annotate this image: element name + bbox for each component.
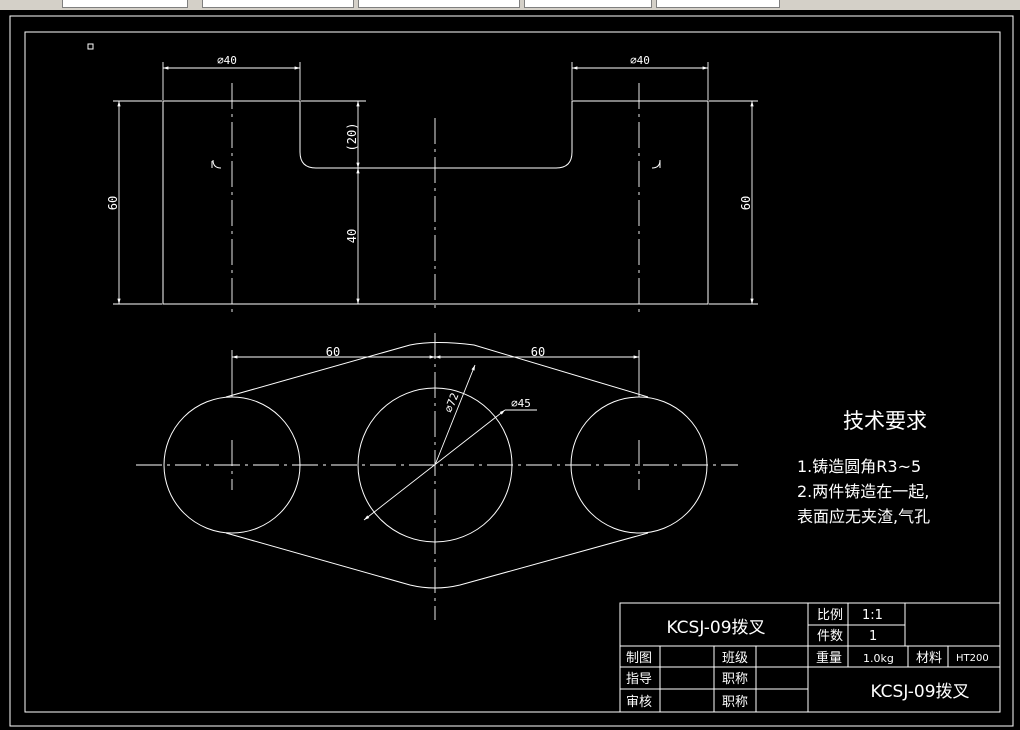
dim-span-left: 60 (326, 345, 340, 359)
scale-label: 比例 (817, 608, 843, 623)
material-value: HT200 (956, 653, 989, 664)
technical-notes: 技术要求 1.铸造圆角R3~5 2.两件铸造在一起, 表面应无夹渣,气孔 (797, 409, 930, 526)
weight-label: 重量 (816, 650, 842, 666)
linetype-dropdown[interactable] (358, 0, 520, 8)
dim-height-left: 60 (106, 196, 120, 210)
title-label-2: 职称 (722, 695, 748, 710)
review-label: 审核 (626, 695, 652, 710)
title-label-1: 职称 (722, 672, 748, 687)
cad-drawing: ⌀40 ⌀40 60 60 (20) 40 (9, 15, 1014, 727)
material-label: 材料 (916, 651, 942, 666)
profile-lower (225, 532, 649, 589)
dim-base-height: 40 (345, 229, 359, 243)
count-value: 1 (869, 629, 877, 644)
count-label: 件数 (817, 629, 843, 644)
ucs-marker (87, 43, 94, 50)
weight-value: 1.0kg (863, 652, 894, 665)
dim-outer-dia: ⌀72 (442, 391, 461, 414)
top-view: 60 60 ⌀72 ⌀45 (136, 333, 738, 620)
sheet-inner-border (24, 31, 1001, 713)
note-line-1: 1.铸造圆角R3~5 (797, 457, 921, 476)
layer-dropdown[interactable] (62, 0, 188, 8)
dim-slot-depth: (20) (345, 123, 359, 152)
dim-dia-right: ⌀40 (630, 54, 650, 67)
profile-upper (225, 342, 649, 398)
dim-span-right: 60 (531, 345, 545, 359)
notes-title: 技术要求 (843, 409, 927, 433)
front-view-outline (162, 100, 709, 305)
front-view: ⌀40 ⌀40 60 60 (20) 40 (106, 54, 758, 312)
guide-label: 指导 (626, 672, 652, 687)
dim-height-right: 60 (739, 196, 753, 210)
drawing-canvas[interactable]: ⌀40 ⌀40 60 60 (20) 40 (0, 10, 1020, 730)
part-name: KCSJ-09拨叉 (666, 618, 765, 638)
scale-value: 1:1 (862, 608, 883, 623)
class-label: 班级 (722, 651, 748, 666)
part-name-secondary: KCSJ-09拨叉 (870, 682, 969, 702)
plotstyle-dropdown[interactable] (656, 0, 780, 8)
sheet-outer-border (9, 15, 1014, 727)
dim-dia-left: ⌀40 (217, 54, 237, 67)
color-dropdown[interactable] (202, 0, 354, 8)
note-line-3: 表面应无夹渣,气孔 (797, 507, 930, 526)
lineweight-dropdown[interactable] (524, 0, 652, 8)
drawn-label: 制图 (626, 651, 652, 666)
title-block: KCSJ-09拨叉 比例 1:1 件数 1 重量 1.0kg 材料 HT200 … (619, 602, 1001, 713)
dim-inner-dia: ⌀45 (511, 397, 531, 410)
front-fillets (212, 159, 661, 169)
note-line-2: 2.两件铸造在一起, (797, 482, 929, 501)
